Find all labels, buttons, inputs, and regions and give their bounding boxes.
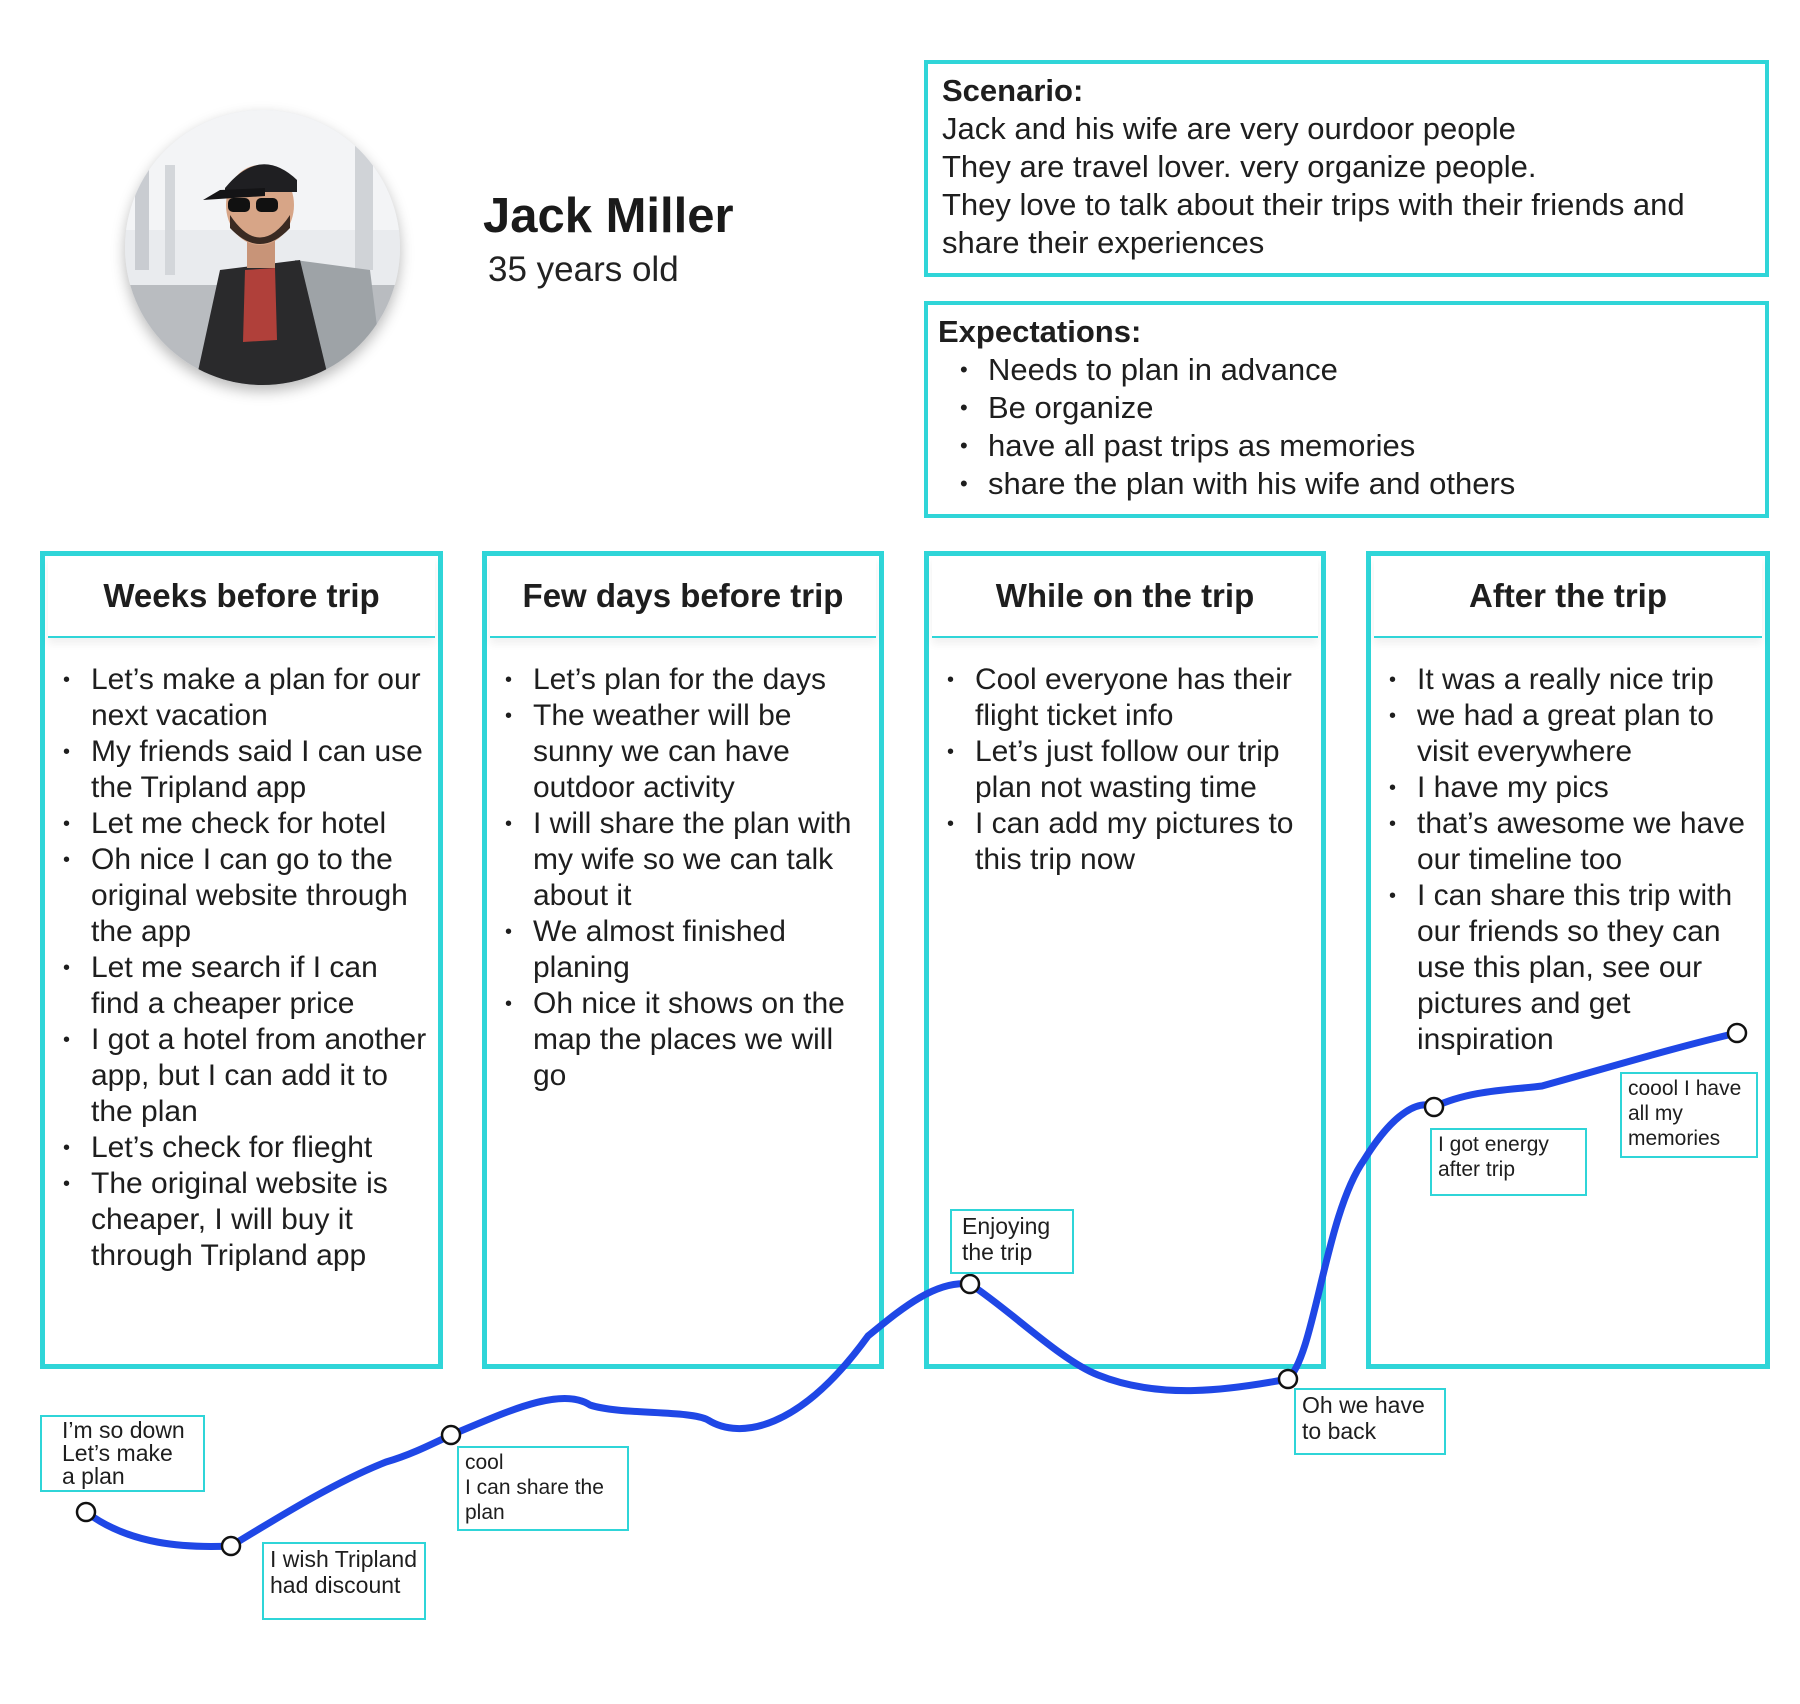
- stage-item: Let’s just follow our trip plan not wast…: [929, 734, 1311, 806]
- emotion-text: had discount: [270, 1572, 401, 1598]
- persona-name: Jack Miller: [483, 189, 734, 243]
- emotion-text: Enjoying: [962, 1213, 1051, 1239]
- stage-weeks-before-trip: Weeks before trip Let’s make a plan for …: [40, 551, 443, 1369]
- stage-item: Let’s plan for the days: [487, 662, 869, 698]
- stage-item: I have my pics: [1371, 770, 1755, 806]
- stage-item: Cool everyone has their flight ticket in…: [929, 662, 1311, 734]
- stage-item: Oh nice it shows on the map the places w…: [487, 986, 869, 1094]
- emotion-text: Oh we have: [1302, 1392, 1425, 1418]
- scenario-line: Jack and his wife are very ourdoor peopl…: [942, 111, 1516, 146]
- curve-point: [220, 1535, 242, 1557]
- persona-avatar: [125, 110, 400, 385]
- stage-title: Few days before trip: [490, 556, 876, 638]
- scenario-line: They love to talk about their trips with…: [942, 187, 1685, 222]
- stage-item: we had a great plan to visit everywhere: [1371, 698, 1755, 770]
- stage-items: Let’s make a plan for our next vacation …: [45, 638, 438, 1274]
- expectations-box: Expectations: Needs to plan in advance B…: [924, 301, 1769, 518]
- emotion-text: I wish Tripland: [270, 1546, 418, 1572]
- stage-title: After the trip: [1374, 556, 1762, 638]
- emotion-text: Let’s make: [62, 1440, 173, 1466]
- emotion-label: I got energy after trip: [1430, 1128, 1587, 1196]
- expectation-item: share the plan with his wife and others: [938, 465, 1751, 503]
- stage-item: Let’s make a plan for our next vacation: [45, 662, 428, 734]
- emotion-text: I’m so down: [62, 1417, 185, 1443]
- emotion-text: I can share the: [465, 1476, 604, 1499]
- scenario-line: share their experiences: [942, 225, 1265, 260]
- stage-item: Let me check for hotel: [45, 806, 428, 842]
- emotion-text: the trip: [962, 1239, 1033, 1265]
- stage-item: The weather will be sunny we can have ou…: [487, 698, 869, 806]
- expectations-heading: Expectations:: [938, 314, 1142, 349]
- scenario-line: They are travel lover. very organize peo…: [942, 149, 1537, 184]
- emotion-text: plan: [465, 1501, 505, 1524]
- person-photo-icon: [125, 110, 400, 385]
- curve-point: [440, 1424, 462, 1446]
- stage-item: that’s awesome we have our timeline too: [1371, 806, 1755, 878]
- stage-items: It was a really nice trip we had a great…: [1371, 638, 1765, 1058]
- stage-item: The original website is cheaper, I will …: [45, 1166, 428, 1274]
- stage-item: I can add my pictures to this trip now: [929, 806, 1311, 878]
- stage-item: I can share this trip with our friends s…: [1371, 878, 1755, 1058]
- stage-item: Let’s check for flieght: [45, 1130, 428, 1166]
- stage-after-trip: After the trip It was a really nice trip…: [1366, 551, 1770, 1369]
- emotion-label: I wish Tripland had discount: [262, 1542, 426, 1620]
- stage-item: It was a really nice trip: [1371, 662, 1755, 698]
- emotion-text: coool I have: [1628, 1077, 1742, 1100]
- stage-title: While on the trip: [932, 556, 1318, 638]
- expectation-item: have all past trips as memories: [938, 427, 1751, 465]
- emotion-text: a plan: [62, 1463, 125, 1489]
- expectation-item: Needs to plan in advance: [938, 351, 1751, 389]
- stage-item: Let me search if I can find a cheaper pr…: [45, 950, 428, 1022]
- stage-item: My friends said I can use the Tripland a…: [45, 734, 428, 806]
- stage-title: Weeks before trip: [48, 556, 435, 638]
- emotion-text: cool: [465, 1451, 504, 1474]
- stage-item: We almost finished planing: [487, 914, 869, 986]
- scenario-heading: Scenario:: [942, 73, 1084, 108]
- stage-item: I will share the plan with my wife so we…: [487, 806, 869, 914]
- emotion-label: coool I have all my memories: [1620, 1072, 1758, 1158]
- expectations-list: Needs to plan in advance Be organize hav…: [938, 351, 1751, 503]
- emotion-label: cool I can share the plan: [457, 1446, 629, 1531]
- expectation-item: Be organize: [938, 389, 1751, 427]
- emotion-text: memories: [1628, 1127, 1721, 1150]
- curve-point: [75, 1501, 97, 1523]
- emotion-text: I got energy: [1438, 1133, 1549, 1156]
- stage-item: Oh nice I can go to the original website…: [45, 842, 428, 950]
- curve-point: [1277, 1368, 1299, 1390]
- emotion-text: after trip: [1438, 1158, 1516, 1181]
- emotion-label: Enjoying the trip: [950, 1209, 1074, 1274]
- scenario-box: Scenario: Jack and his wife are very our…: [924, 60, 1769, 277]
- stage-items: Cool everyone has their flight ticket in…: [929, 638, 1321, 878]
- emotion-text: all my: [1628, 1102, 1683, 1125]
- stage-items: Let’s plan for the days The weather will…: [487, 638, 879, 1094]
- stage-item: I got a hotel from another app, but I ca…: [45, 1022, 428, 1130]
- emotion-label: I’m so down Let’s make a plan: [40, 1415, 205, 1492]
- persona-age: 35 years old: [488, 250, 679, 289]
- emotion-label: Oh we have to back: [1294, 1388, 1446, 1455]
- stage-few-days-before-trip: Few days before trip Let’s plan for the …: [482, 551, 884, 1369]
- emotion-text: to back: [1302, 1418, 1377, 1444]
